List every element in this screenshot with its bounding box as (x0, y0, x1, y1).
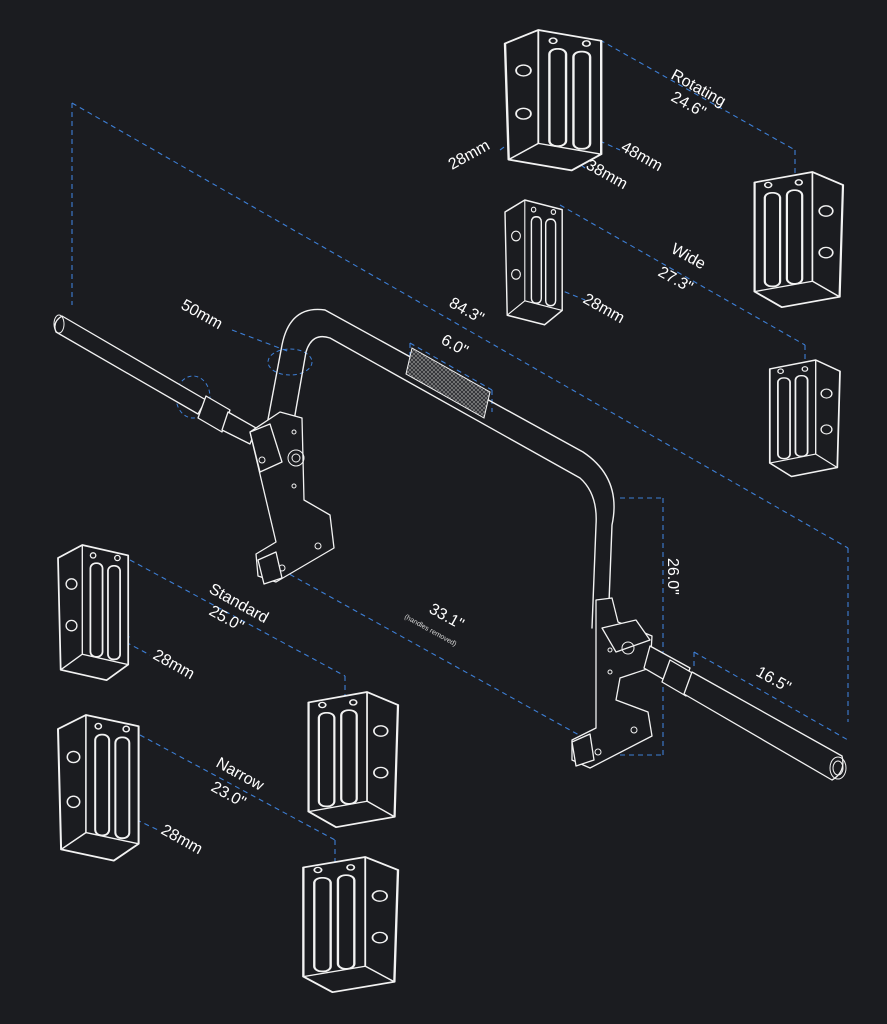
main-frame (265, 308, 615, 629)
right-sleeve (683, 671, 844, 781)
height: 26.0" (664, 558, 681, 595)
narrow-width-line (139, 734, 336, 841)
knurl-section (405, 347, 491, 419)
knurl-length: 6.0" (438, 332, 471, 360)
sleeve-length: 16.5" (753, 664, 793, 697)
overall-length: 84.3" (446, 295, 486, 328)
left-collar (197, 395, 231, 433)
inner-length-line (281, 569, 589, 741)
wide-width: 27.3" (655, 264, 695, 297)
rotating-grip-mid: 48mm (618, 139, 665, 175)
rotating-handle-right (753, 170, 845, 309)
labels: Rotating 24.6" 28mm 48mm 38mm Wide 27.3"… (150, 67, 793, 858)
wide-title: Wide (668, 241, 708, 274)
standard-grip: 28mm (150, 647, 197, 683)
sleeve-length-line (693, 651, 849, 741)
wide-grip: 28mm (580, 291, 627, 327)
rotating-grip-inner: 38mm (583, 157, 630, 193)
narrow-handle-left (56, 713, 140, 862)
standard-handle-left (57, 544, 130, 682)
knurl-length-line (409, 342, 493, 391)
bar-diameter: 50mm (178, 297, 225, 333)
rotating-grip-outer: 28mm (446, 137, 493, 173)
wide-width-line (559, 204, 806, 346)
rotating-handle-left (503, 28, 603, 172)
wide-handle-left (504, 199, 563, 326)
left-sleeve (54, 315, 207, 415)
narrow-grip: 28mm (158, 822, 205, 858)
standard-handle-right (307, 690, 400, 829)
rotating-width-line (599, 39, 796, 151)
wide-handle-right (768, 359, 841, 478)
bar-diameter-leader (231, 329, 291, 353)
narrow-handle-right (302, 855, 400, 994)
trap-bar (53, 308, 847, 781)
standard-width-line (129, 559, 346, 677)
